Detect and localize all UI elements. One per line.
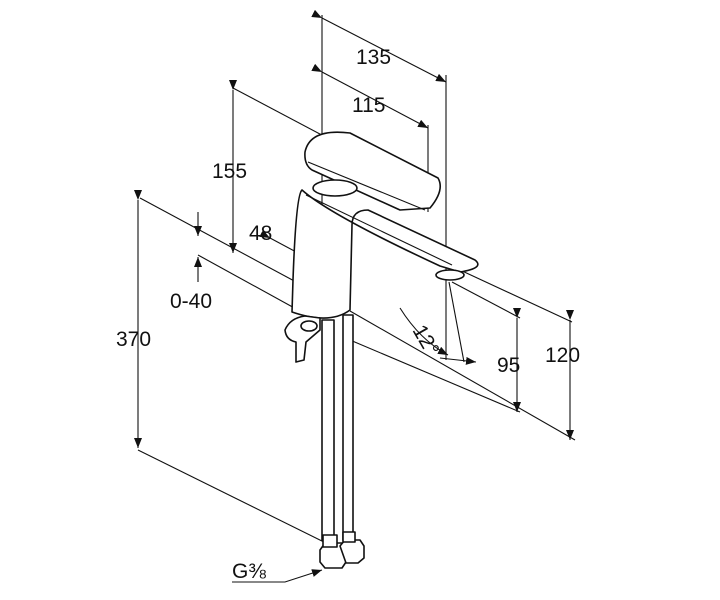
dim-155-label: 155 <box>212 160 247 183</box>
dim-48-label: 48 <box>249 222 272 245</box>
faucet-illustration <box>284 131 479 569</box>
dim-0-40-label: 0-40 <box>170 290 212 313</box>
dim-95-label: 95 <box>497 354 520 377</box>
dim-120-label: 120 <box>545 344 580 367</box>
dimension-lines <box>134 9 576 583</box>
dim-370-label: 370 <box>116 328 151 351</box>
dim-135-label: 135 <box>356 46 391 69</box>
dim-115-label: 115 <box>352 94 385 117</box>
connection-label: G⅜ <box>232 560 266 583</box>
